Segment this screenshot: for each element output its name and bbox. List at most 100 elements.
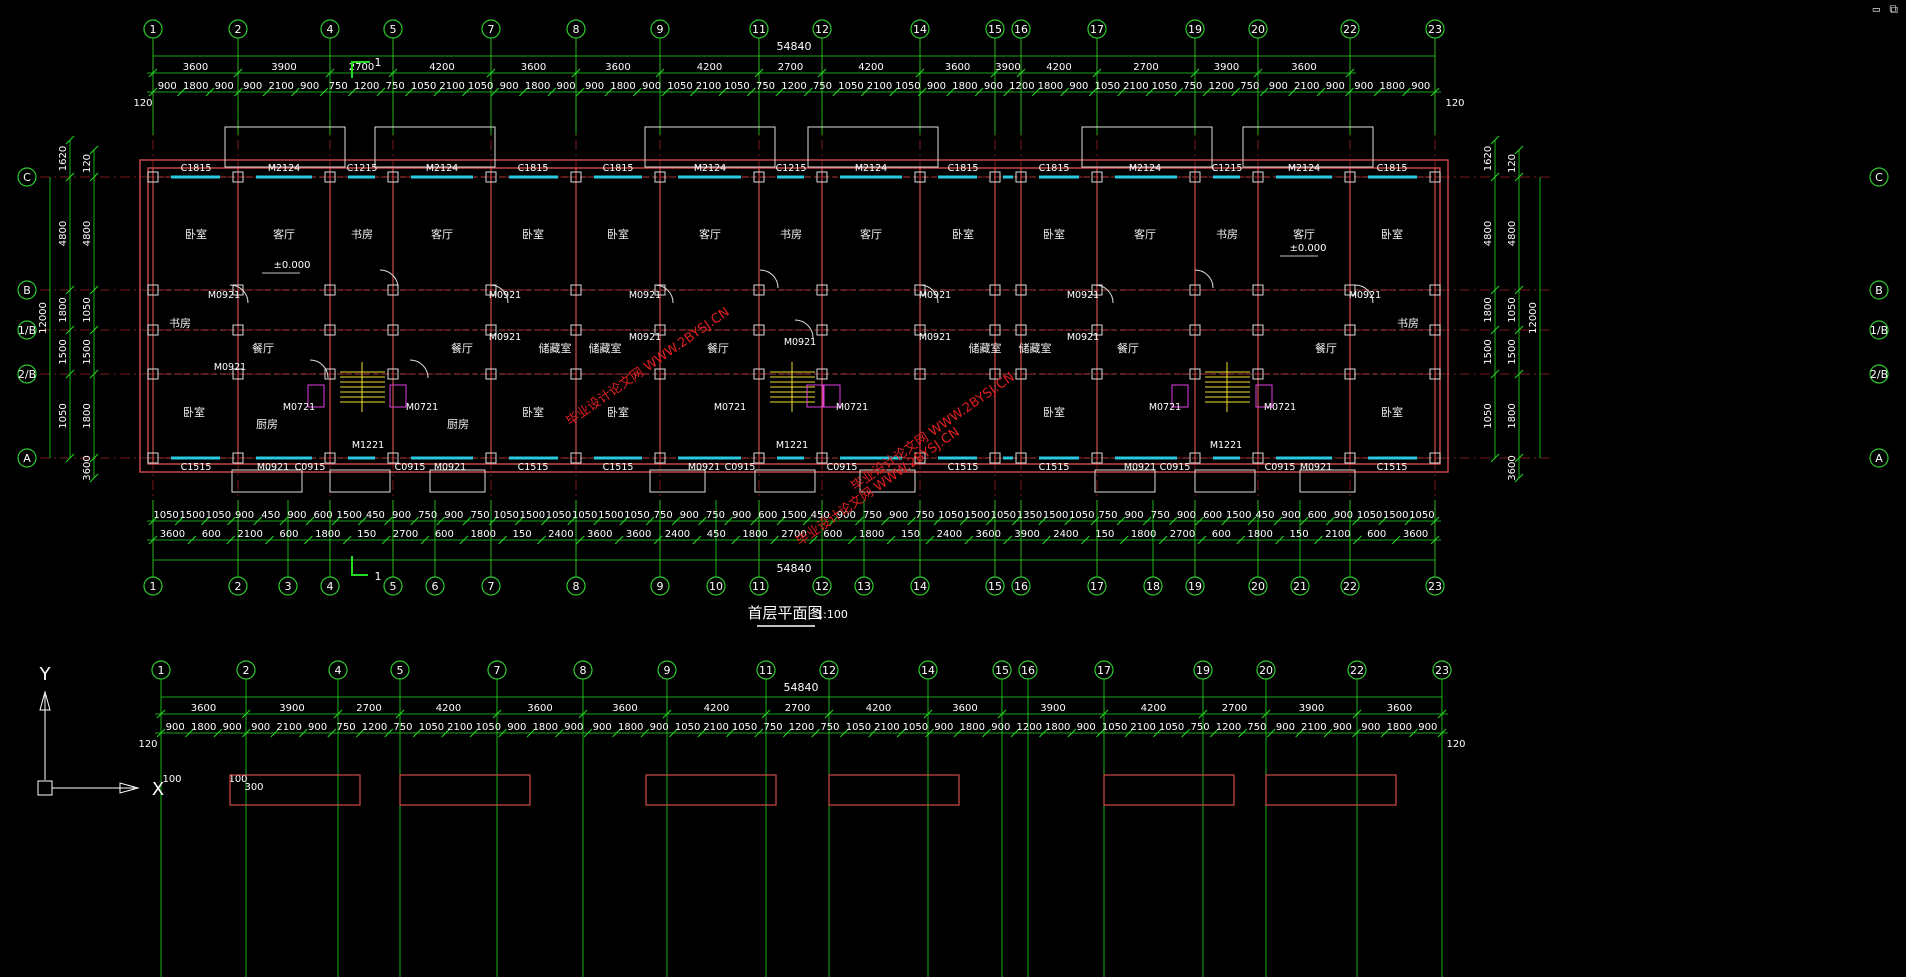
axis-bubble (1248, 576, 1268, 596)
bot-dim2-tick (692, 535, 702, 545)
window-label-top: C1815 (518, 163, 549, 174)
restore-button[interactable]: ⧉ (1889, 2, 1898, 16)
bot-dim1-tick (1169, 516, 1178, 526)
door-label: M0921 (629, 290, 661, 301)
side-outer-tick (65, 285, 75, 295)
axis-label: 16 (1014, 23, 1028, 36)
room-label: 客厅 (860, 227, 882, 241)
room-label: 客厅 (431, 227, 453, 241)
side-outer-tick (1490, 369, 1500, 379)
side-inner-tick (89, 145, 99, 155)
lower-dim2-tick (982, 728, 991, 738)
top-dim1-tick (148, 68, 158, 78)
lower-dim2-value: 900 (308, 722, 327, 733)
top-dim2-tick (946, 87, 956, 97)
column (816, 324, 828, 336)
axis-label: 2/B (18, 368, 36, 381)
top-dim1-tick (233, 68, 243, 78)
top-dim2-tick (433, 87, 443, 97)
bot-dim2-value: 3600 (976, 529, 1001, 540)
bot-dim1-value: 750 (1098, 510, 1117, 521)
axis-label: 12 (815, 23, 829, 36)
top-dim2-value: 750 (386, 81, 405, 92)
room-label: 卧室 (183, 405, 205, 419)
window-label-bottom: C0915 (295, 462, 326, 473)
lower-dim2-value: 1050 (732, 722, 757, 733)
lower-dim2-value: 900 (251, 722, 270, 733)
small-dim: 120 (1446, 739, 1465, 750)
room-label: 客厅 (699, 227, 721, 241)
door-swing (489, 284, 509, 304)
top-dim2-tick (1202, 87, 1212, 97)
top-dim1-value: 3600 (605, 62, 630, 73)
axis-label: 9 (657, 23, 664, 36)
column (147, 368, 159, 380)
lower-dim1-tick (492, 709, 502, 719)
lower-dim1-value: 3600 (952, 703, 977, 714)
axis-bubble (657, 660, 677, 680)
top-dim1-value: 3900 (271, 62, 296, 73)
axis-label: 11 (752, 580, 766, 593)
top-dim2-tick (718, 87, 728, 97)
axis-label: 16 (1014, 580, 1028, 593)
bot-dim2-tick (1197, 535, 1207, 545)
bot-dim2-tick (964, 535, 974, 545)
room-label: 储藏室 (969, 341, 1002, 355)
bot-dim2-tick (886, 535, 896, 545)
top-dim1-tick (1092, 68, 1102, 78)
column (570, 284, 582, 296)
lower-dim2-value: 2100 (447, 722, 472, 733)
lower-dim2-tick (498, 728, 507, 738)
lower-total: 54840 (784, 681, 819, 694)
top-dim2-value: 1050 (838, 81, 863, 92)
top-dim2-value: 900 (300, 81, 319, 92)
axis-bubble (756, 660, 776, 680)
lower-dim2-value: 2100 (874, 722, 899, 733)
column (914, 324, 926, 336)
bot-dim2-value: 2700 (781, 529, 806, 540)
bot-dim1-tick (933, 516, 943, 526)
lower-dim1-tick (761, 709, 771, 719)
room-label: 餐厅 (1315, 341, 1337, 355)
lower-dim2-value: 900 (1361, 722, 1380, 733)
bot-dim2-value: 1800 (1247, 529, 1272, 540)
axis-bubble (573, 660, 593, 680)
top-dim2-tick (1003, 87, 1013, 97)
room-label: 卧室 (1043, 227, 1065, 241)
bot-dim1-value: 1500 (1383, 510, 1408, 521)
side-inner-tick (1514, 172, 1524, 182)
bot-dim2-tick (1003, 535, 1013, 545)
door-label: M1221 (352, 440, 384, 451)
window-label-top: M2124 (1129, 163, 1161, 174)
axis-bubble (17, 280, 37, 300)
column (989, 284, 1001, 296)
column (654, 284, 666, 296)
bot-dim1-value: 750 (418, 510, 437, 521)
top-dim1-value: 3900 (995, 62, 1020, 73)
lower-dim2-value: 900 (991, 722, 1010, 733)
minimize-button[interactable]: ▭ (1872, 2, 1880, 16)
bot-dim1-tick (1352, 516, 1361, 526)
column (147, 171, 159, 183)
column (816, 284, 828, 296)
top-dim2-tick (974, 87, 984, 97)
top-dim2-tick (547, 87, 557, 97)
top-dim2-value: 1800 (183, 81, 208, 92)
column (485, 324, 497, 336)
top-dim2-tick (462, 87, 471, 97)
side-inner-value: 1500 (1507, 339, 1518, 364)
lower-dim1-value: 4200 (1141, 703, 1166, 714)
lower-dim2-value: 900 (507, 722, 526, 733)
side-inner-value: 1800 (82, 403, 93, 428)
column (1015, 284, 1027, 296)
axis-label: 19 (1188, 23, 1202, 36)
lower-dim2-value: 900 (564, 722, 583, 733)
room-label: 卧室 (607, 405, 629, 419)
lower-dim2-value: 1050 (476, 722, 501, 733)
bot-dim1-tick (1064, 516, 1074, 526)
top-dim1-tick (1345, 68, 1355, 78)
lower-dim2-tick (355, 728, 365, 738)
door-label: M0921 (1067, 290, 1099, 301)
